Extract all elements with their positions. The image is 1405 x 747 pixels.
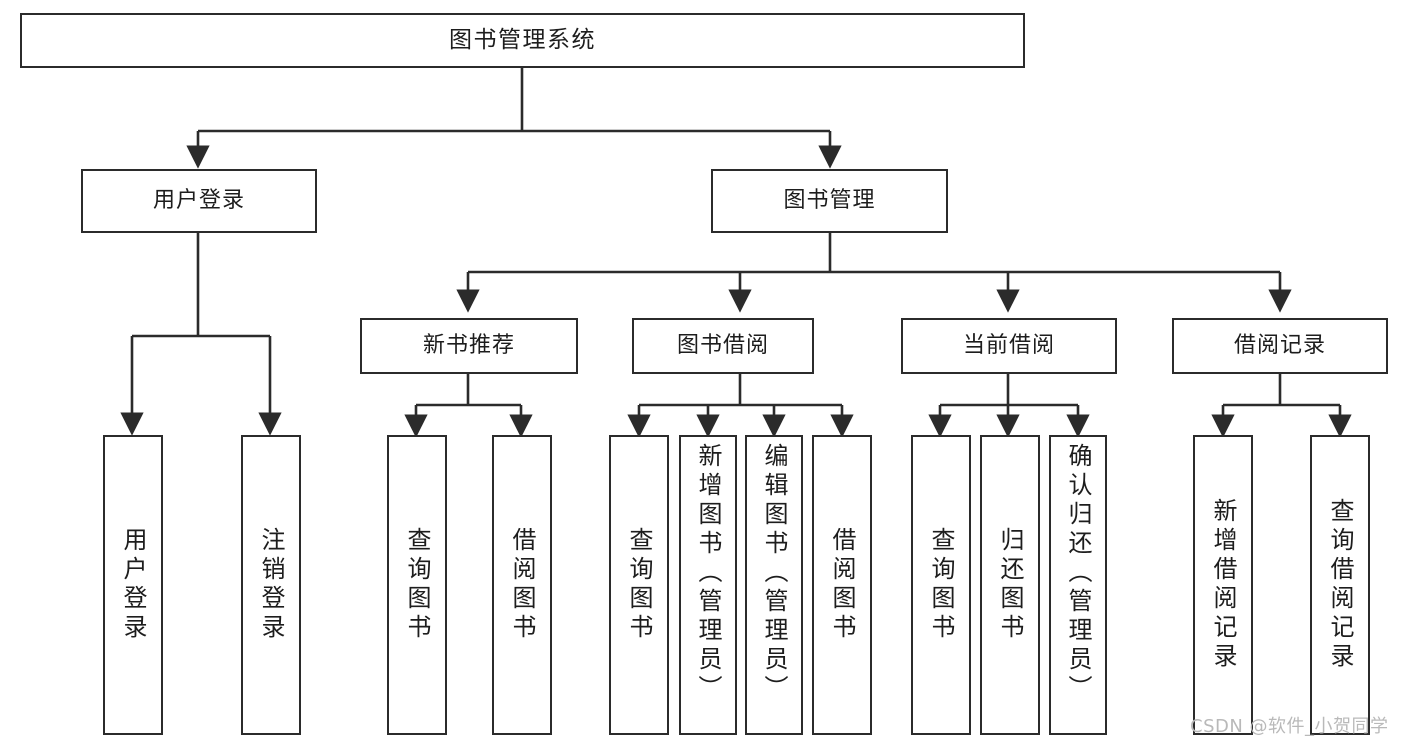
node-label: 当前借阅	[962, 333, 1055, 359]
leaf-book-borrow-edit-book-admin[interactable]: 编辑图书（管理员）	[745, 435, 803, 735]
node-label: 图书管理系统	[449, 26, 596, 53]
node-borrow-record[interactable]: 借阅记录	[1172, 318, 1388, 374]
leaf-current-borrow-return-book[interactable]: 归还图书	[980, 435, 1040, 735]
leaf-borrow-record-add-record[interactable]: 新增借阅记录	[1193, 435, 1253, 735]
node-label: 查询借阅记录	[1326, 498, 1354, 672]
node-new-book-recommend[interactable]: 新书推荐	[360, 318, 578, 374]
node-label: 用户登录	[152, 188, 245, 214]
node-label: 查询图书	[403, 527, 431, 643]
node-user-login[interactable]: 用户登录	[81, 169, 317, 233]
leaf-user-login-logout[interactable]: 注销登录	[241, 435, 301, 735]
leaf-current-borrow-query-book[interactable]: 查询图书	[911, 435, 971, 735]
node-label: 查询图书	[625, 527, 653, 643]
leaf-book-borrow-add-book-admin[interactable]: 新增图书（管理员）	[679, 435, 737, 735]
node-label: 归还图书	[996, 527, 1024, 643]
leaf-new-book-borrow-book[interactable]: 借阅图书	[492, 435, 552, 735]
node-label: 注销登录	[257, 527, 285, 643]
node-label: 图书借阅	[676, 333, 769, 359]
node-label: 新书推荐	[422, 333, 515, 359]
leaf-user-login-login[interactable]: 用户登录	[103, 435, 163, 735]
node-current-borrow[interactable]: 当前借阅	[901, 318, 1117, 374]
node-label: 新增借阅记录	[1209, 498, 1237, 672]
leaf-new-book-query-book[interactable]: 查询图书	[387, 435, 447, 735]
node-book-management[interactable]: 图书管理	[711, 169, 948, 233]
node-label: 确认归还（管理员）	[1064, 443, 1092, 704]
leaf-book-borrow-borrow-book[interactable]: 借阅图书	[812, 435, 872, 735]
node-root-book-management-system[interactable]: 图书管理系统	[20, 13, 1025, 68]
node-label: 图书管理	[783, 188, 876, 214]
leaf-current-borrow-confirm-return-admin[interactable]: 确认归还（管理员）	[1049, 435, 1107, 735]
node-label: 借阅图书	[828, 527, 856, 643]
node-label: 借阅记录	[1233, 333, 1326, 359]
leaf-book-borrow-query-book[interactable]: 查询图书	[609, 435, 669, 735]
node-label: 新增图书（管理员）	[694, 443, 722, 704]
node-label: 用户登录	[119, 527, 147, 643]
node-label: 编辑图书（管理员）	[760, 443, 788, 704]
leaf-borrow-record-query-record[interactable]: 查询借阅记录	[1310, 435, 1370, 735]
node-book-borrow[interactable]: 图书借阅	[632, 318, 814, 374]
node-label: 借阅图书	[508, 527, 536, 643]
node-label: 查询图书	[927, 527, 955, 643]
